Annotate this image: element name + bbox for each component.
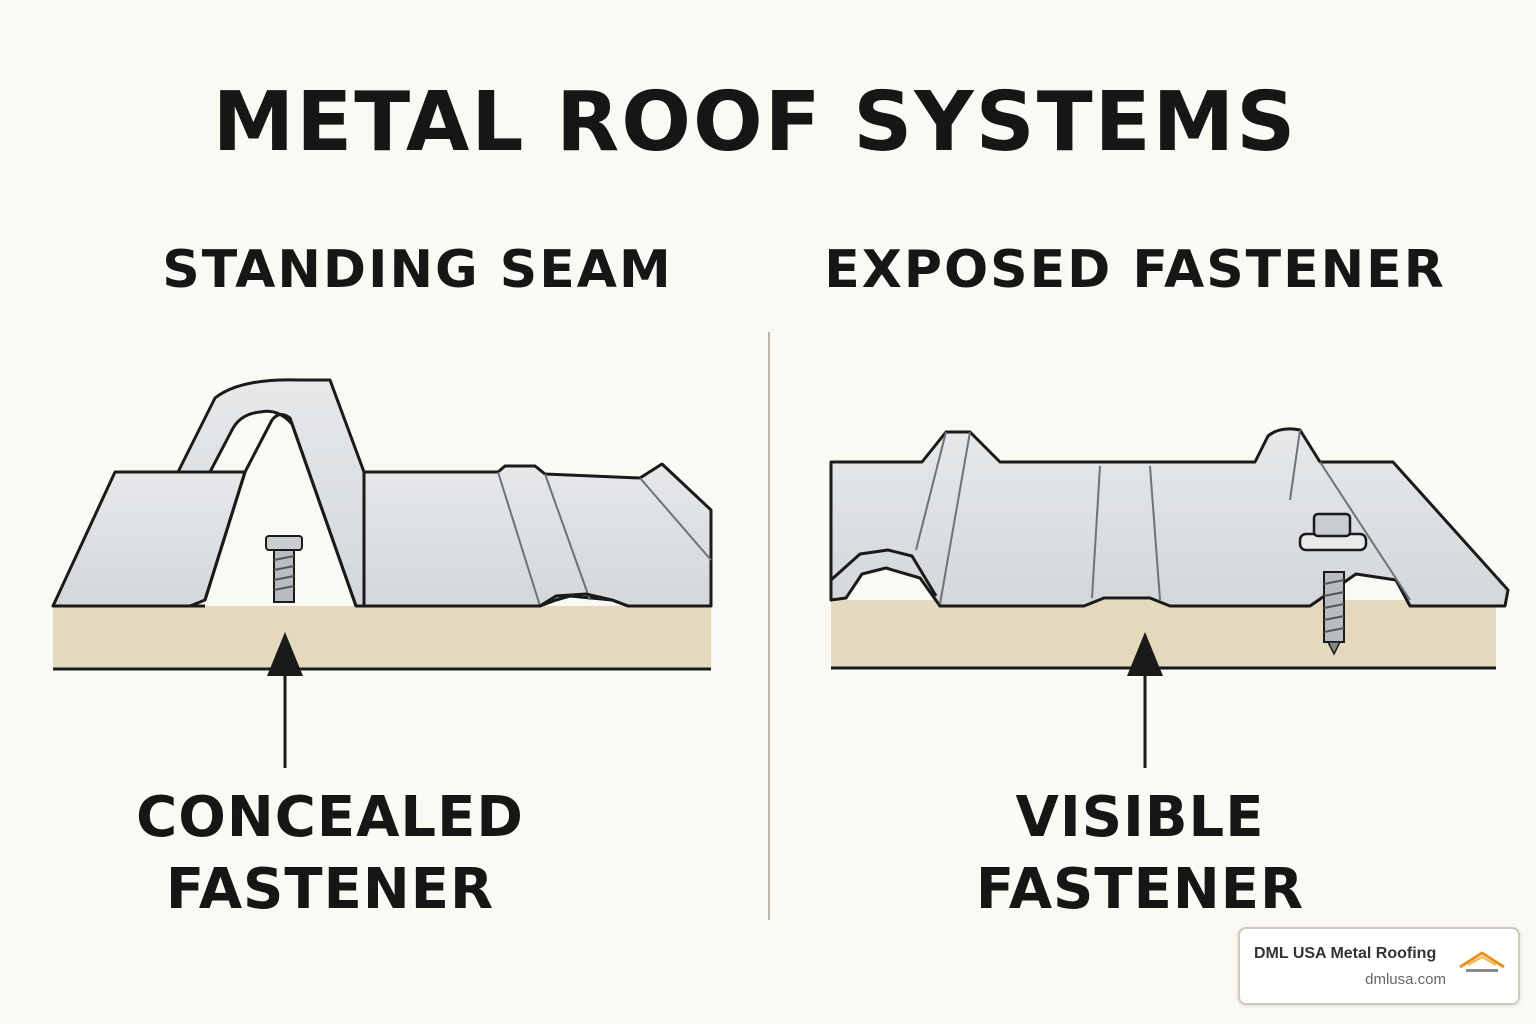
- left-metal-panel: [51, 470, 247, 608]
- visible-fastener-caption: VISIBLE FASTENER: [910, 782, 1370, 926]
- exposed-fastener-heading: EXPOSED FASTENER: [824, 240, 1446, 300]
- concealed-caption-line1: CONCEALED: [136, 785, 524, 850]
- left-substrate-layer: [53, 606, 711, 669]
- brand-name: DML USA Metal Roofing: [1254, 945, 1437, 962]
- right-substrate-layer: [831, 600, 1496, 668]
- roof-logo-icon: [1459, 951, 1505, 972]
- brand-url[interactable]: dmlusa.com: [1365, 971, 1446, 988]
- concealed-caption-line2: FASTENER: [165, 857, 495, 922]
- panel-divider: [768, 332, 770, 920]
- exposed-metal-panel: [829, 427, 1510, 608]
- page-title: METAL ROOF SYSTEMS: [212, 75, 1298, 170]
- visible-caption-line2: FASTENER: [975, 857, 1305, 922]
- concealed-screw-icon: [265, 535, 303, 603]
- visible-pointer-arrow: [1127, 632, 1163, 768]
- standing-seam-heading: STANDING SEAM: [162, 240, 673, 300]
- concealed-fastener-caption: CONCEALED FASTENER: [100, 782, 560, 926]
- right-metal-panel: [362, 462, 713, 608]
- standing-seam-diagram: [51, 378, 713, 768]
- visible-screw-icon: [1298, 512, 1368, 656]
- exposed-fastener-diagram: [829, 427, 1510, 768]
- visible-caption-line1: VISIBLE: [1015, 785, 1265, 850]
- brand-card[interactable]: DML USA Metal Roofing dmlusa.com: [1238, 927, 1520, 1005]
- concealed-pointer-arrow: [267, 632, 303, 768]
- standing-seam-rib: [176, 378, 366, 608]
